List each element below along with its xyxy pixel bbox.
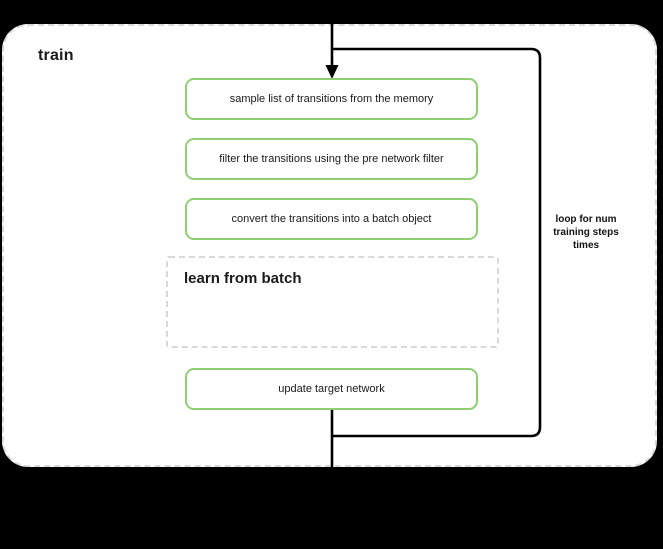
subblock-title: learn from batch [184, 270, 302, 287]
step-label: convert the transitions into a batch obj… [231, 213, 432, 225]
step-label: filter the transitions using the pre net… [219, 153, 444, 165]
step-label: sample list of transitions from the memo… [229, 93, 434, 105]
step-filter-transitions[interactable]: filter the transitions using the pre net… [185, 138, 478, 180]
loop-label-line-3: times [572, 240, 600, 251]
step-update-target-network[interactable]: update target network [185, 368, 478, 410]
step-sample-transitions[interactable]: sample list of transitions from the memo… [185, 78, 478, 120]
loop-label-line-2: training steps [553, 227, 619, 238]
loop-annotation-label: loop for num training steps times [536, 213, 636, 252]
loop-label-line-1: loop for num [555, 214, 617, 225]
page-title: train [38, 47, 74, 64]
step-label: update target network [278, 383, 385, 395]
step-convert-transitions[interactable]: convert the transitions into a batch obj… [185, 198, 478, 240]
subblock-learn-from-batch[interactable]: learn from batch [166, 256, 499, 348]
